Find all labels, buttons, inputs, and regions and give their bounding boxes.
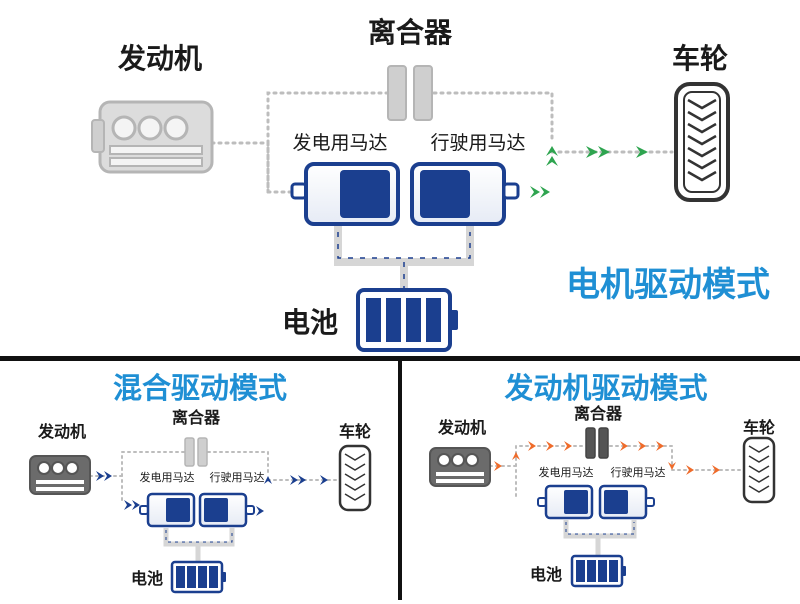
- generator-label: 发电用马达: [292, 132, 387, 154]
- clutch-icon: [184, 437, 208, 467]
- battery-icon: [170, 560, 226, 594]
- battery-wiring: [334, 226, 474, 290]
- wheel-icon: [674, 82, 730, 202]
- wheel-icon: [338, 444, 372, 512]
- engine-to-clutch-path: [121, 451, 186, 501]
- battery-icon: [570, 554, 626, 588]
- engine-to-clutch-path: [266, 91, 390, 194]
- clutch-label: 离合器: [574, 404, 623, 423]
- panel-hybrid-drive: 混合驱动模式 发动机 离合器 发电用马达 行驶用马达: [29, 371, 372, 594]
- engine-to-clutch-path: [515, 445, 587, 497]
- generator-motor-icon: [290, 162, 400, 226]
- flow-arrow-icon: [494, 441, 720, 475]
- generator-motor-icon: [139, 492, 196, 528]
- drive-motor-label: 行驶用马达: [611, 465, 666, 479]
- clutch-to-drive-path: [432, 91, 554, 144]
- clutch-icon: [387, 65, 433, 121]
- wheel-icon: [742, 436, 776, 504]
- wheel-label: 车轮: [339, 422, 371, 441]
- drive-motor-icon: [198, 492, 255, 528]
- mode-title-motor-drive: 电机驱动模式: [566, 265, 770, 305]
- engine-label: 发动机: [117, 42, 202, 75]
- battery-wiring: [563, 520, 637, 556]
- clutch-label: 离合器: [368, 16, 453, 49]
- engine-label: 发动机: [37, 422, 86, 441]
- panel-motor-drive: 发动机 离合器 发电用马达 行驶用马达: [91, 16, 770, 352]
- clutch-icon: [585, 427, 609, 459]
- flow-arrow-icon: [530, 146, 648, 198]
- wheel-label: 车轮: [672, 42, 728, 75]
- generator-label: 发电用马达: [140, 470, 195, 484]
- engine-to-generator-path: [266, 141, 302, 194]
- horizontal-divider: [0, 356, 800, 361]
- mode-title-engine-drive: 发动机驱动模式: [503, 371, 707, 405]
- vertical-divider: [398, 361, 402, 600]
- engine-icon: [429, 447, 491, 487]
- flow-arrow-icon: [96, 471, 328, 516]
- engine-label: 发动机: [437, 418, 486, 437]
- wheel-label: 车轮: [743, 418, 775, 437]
- generator-motor-icon: [537, 484, 594, 520]
- battery-label: 电池: [530, 565, 562, 584]
- battery-label: 电池: [131, 569, 163, 588]
- battery-wiring: [163, 528, 235, 562]
- battery-label: 电池: [282, 306, 338, 339]
- clutch-to-drive-path: [207, 451, 269, 475]
- drive-motor-icon: [410, 162, 520, 226]
- drive-motor-label: 行驶用马达: [210, 470, 265, 484]
- engine-icon: [91, 100, 214, 174]
- engine-icon: [29, 455, 91, 495]
- clutch-to-drive-path: [609, 445, 673, 467]
- mode-title-hybrid-drive: 混合驱动模式: [113, 371, 287, 405]
- drive-motor-label: 行驶用马达: [430, 132, 525, 154]
- clutch-label: 离合器: [172, 408, 221, 427]
- drive-motor-icon: [598, 484, 655, 520]
- panel-engine-drive: 发动机驱动模式 发动机 离合器 发电用马达 行驶用马达: [429, 371, 776, 588]
- generator-label: 发电用马达: [539, 465, 594, 479]
- battery-icon: [356, 288, 458, 352]
